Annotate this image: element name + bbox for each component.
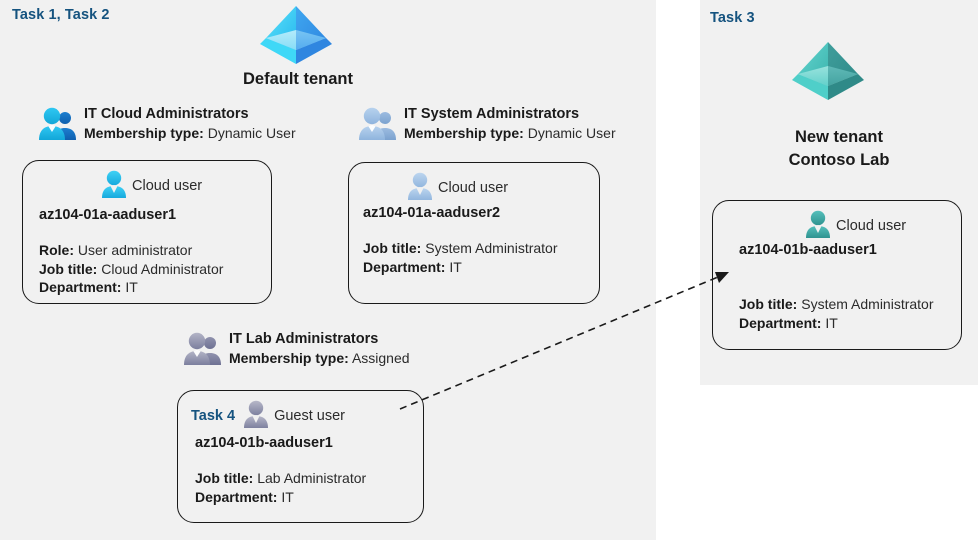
card-user-type-label: Guest user [274, 408, 345, 424]
property-label: Job title: [363, 240, 422, 256]
card-property-row: Job title: Cloud Administrator [39, 260, 223, 279]
card-property-row: Department: IT [363, 258, 558, 277]
card-user-name: az104-01a-aaduser1 [39, 207, 177, 223]
group-text: IT Cloud Administrators Membership type:… [84, 105, 296, 143]
cloud-user-icon [805, 210, 831, 242]
group-membership: Membership type: Dynamic User [84, 124, 296, 143]
cloud-user-icon [407, 172, 433, 204]
membership-value: Dynamic User [207, 125, 296, 141]
property-label: Department: [195, 488, 278, 505]
membership-label: Membership type: [229, 350, 349, 366]
card-user-type: Task 4 Guest user [191, 400, 345, 432]
property-value: IT [125, 279, 138, 295]
group-text: IT System Administrators Membership type… [404, 105, 616, 143]
property-value: IT [825, 314, 838, 331]
card-properties: Job title: Lab Administrator Department:… [195, 469, 366, 506]
group-membership: Membership type: Assigned [229, 349, 410, 368]
property-label: Job title: [195, 470, 254, 486]
group-it-cloud-administrators: IT Cloud Administrators Membership type:… [38, 105, 296, 146]
azure-tenant-icon [790, 38, 866, 111]
property-label: Role: [39, 242, 74, 258]
user-card-az104-01a-aaduser2[interactable]: Cloud user az104-01a-aaduser2 Job title:… [348, 162, 600, 304]
property-label: Job title: [739, 296, 798, 312]
card-user-name: az104-01b-aaduser1 [739, 242, 877, 258]
card-user-type-label: Cloud user [438, 180, 509, 196]
new-tenant-caption-line2: Contoso Lab [788, 151, 890, 169]
card-properties: Job title: System Administrator Departme… [739, 295, 934, 332]
card-property-row: Department: IT [739, 314, 934, 333]
group-name: IT System Administrators [404, 106, 580, 122]
task-label-3: Task 3 [710, 10, 755, 26]
task-label-1-2: Task 1, Task 2 [12, 7, 110, 23]
user-card-az104-01b-aaduser1-guest[interactable]: Task 4 Guest user az104-01b-aaduser1 Job… [177, 390, 424, 523]
guest-user-icon [243, 400, 269, 432]
property-value: IT [281, 488, 294, 505]
card-property-row: Job title: Lab Administrator [195, 469, 366, 488]
group-users-icon [358, 107, 398, 146]
group-name: IT Cloud Administrators [84, 106, 249, 122]
membership-value: Dynamic User [527, 125, 616, 141]
card-properties: Job title: System Administrator Departme… [363, 239, 558, 276]
group-it-lab-administrators: IT Lab Administrators Membership type: A… [183, 330, 410, 371]
group-it-system-administrators: IT System Administrators Membership type… [358, 105, 616, 146]
group-name: IT Lab Administrators [229, 331, 379, 347]
property-value: IT [449, 258, 462, 275]
card-user-type: Cloud user [407, 172, 508, 204]
new-tenant-caption-line1: New tenant [794, 128, 883, 146]
task-label-4: Task 4 [191, 408, 236, 424]
card-property-row: Department: IT [195, 488, 366, 507]
property-label: Department: [39, 279, 122, 295]
property-label: Department: [363, 258, 446, 275]
property-value: Lab Administrator [257, 470, 367, 486]
membership-value: Assigned [351, 350, 410, 366]
user-card-az104-01a-aaduser1[interactable]: Cloud user az104-01a-aaduser1 Role: User… [22, 160, 272, 304]
group-users-icon [38, 107, 78, 146]
property-value: Cloud Administrator [101, 260, 224, 277]
default-tenant-caption: Default tenant [242, 70, 353, 88]
user-card-az104-01b-aaduser1-cloud[interactable]: Cloud user az104-01b-aaduser1 Job title:… [712, 200, 962, 350]
group-text: IT Lab Administrators Membership type: A… [229, 330, 410, 368]
group-membership: Membership type: Dynamic User [404, 124, 616, 143]
card-user-type-label: Cloud user [132, 178, 203, 194]
card-property-row: Role: User administrator [39, 241, 223, 260]
property-value: User administrator [77, 242, 193, 258]
membership-label: Membership type: [404, 125, 524, 141]
new-tenant-caption: New tenant Contoso Lab [700, 126, 978, 172]
card-user-type: Cloud user [805, 210, 906, 242]
card-property-row: Department: IT [39, 278, 223, 297]
membership-label: Membership type: [84, 125, 204, 141]
group-users-icon [183, 332, 223, 371]
card-user-type-label: Cloud user [836, 218, 907, 234]
card-property-row: Job title: System Administrator [739, 295, 934, 314]
cloud-user-icon [101, 170, 127, 202]
card-user-name: az104-01b-aaduser1 [195, 435, 333, 451]
property-value: System Administrator [425, 240, 558, 256]
card-properties: Role: User administrator Job title: Clou… [39, 241, 223, 297]
card-user-name: az104-01a-aaduser2 [363, 205, 501, 221]
card-property-row: Job title: System Administrator [363, 239, 558, 258]
property-label: Department: [739, 314, 822, 331]
property-value: System Administrator [801, 296, 934, 312]
card-user-type: Cloud user [101, 170, 202, 202]
property-label: Job title: [39, 260, 98, 277]
azure-tenant-icon [258, 2, 334, 75]
